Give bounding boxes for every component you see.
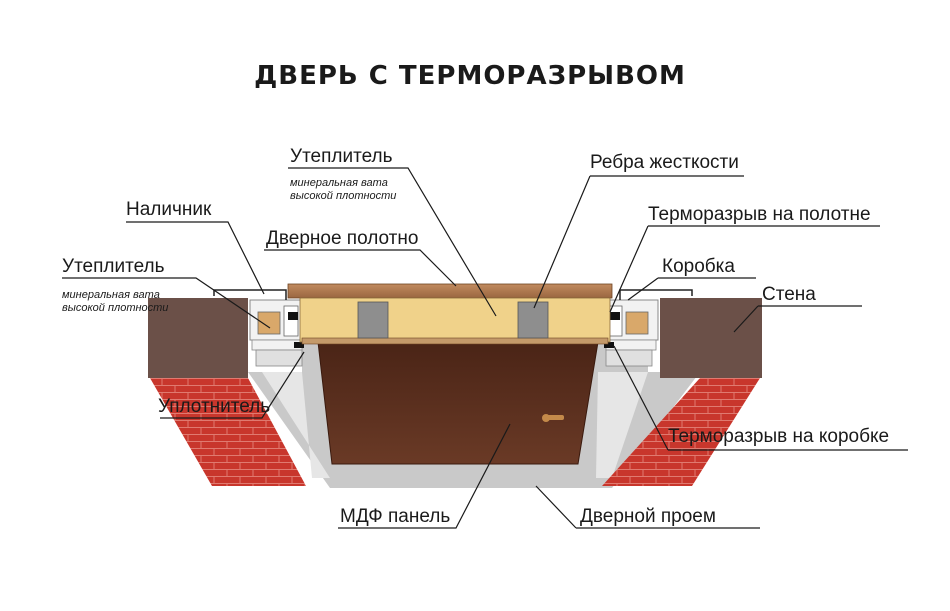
mdf-panel <box>317 341 599 465</box>
frame-box-right <box>604 299 659 367</box>
trim-right <box>619 289 693 300</box>
label-stiffeners: Ребра жесткости <box>590 152 739 173</box>
stiffener-left <box>357 301 389 339</box>
door-leaf-body <box>299 297 611 343</box>
label-insulation-top-sub2: высокой плотности <box>290 190 396 202</box>
label-insulation-left-sub1: минеральная вата <box>62 289 160 301</box>
label-insulation-left-sub2: высокой плотности <box>62 302 168 314</box>
frame-box-left <box>249 299 304 367</box>
label-insulation-left: Утеплитель <box>62 256 165 277</box>
label-thermal-break-frame: Терморазрыв на коробке <box>668 426 889 447</box>
label-trim: Наличник <box>126 199 212 220</box>
label-frame: Коробка <box>662 256 735 277</box>
label-insulation-top-sub1: минеральная вата <box>290 177 388 189</box>
leader-lines <box>62 167 908 529</box>
trim-left <box>213 289 287 300</box>
label-insulation-top: Утеплитель <box>290 146 393 167</box>
label-door-opening: Дверной проем <box>580 506 716 527</box>
label-seal: Уплотнитель <box>158 396 270 417</box>
door-leaf-top <box>287 283 613 299</box>
door-opening-inner <box>262 372 330 478</box>
page-title: ДВЕРЬ С ТЕРМОРАЗРЫВОМ <box>254 61 686 91</box>
label-thermal-break-leaf: Терморазрыв на полотне <box>648 204 871 225</box>
wall-top-left <box>148 298 248 378</box>
brick-wall-right <box>602 378 760 486</box>
wall-top-right <box>660 298 762 378</box>
stiffener-right <box>517 301 549 339</box>
door-opening-inner-right <box>596 372 648 478</box>
door-handle-icon <box>542 414 564 422</box>
label-wall: Стена <box>762 284 816 305</box>
brick-wall-left <box>150 378 306 486</box>
label-door-leaf: Дверное полотно <box>266 228 418 249</box>
label-mdf-panel: МДФ панель <box>340 506 450 527</box>
door-leaf-bottom <box>301 337 609 345</box>
